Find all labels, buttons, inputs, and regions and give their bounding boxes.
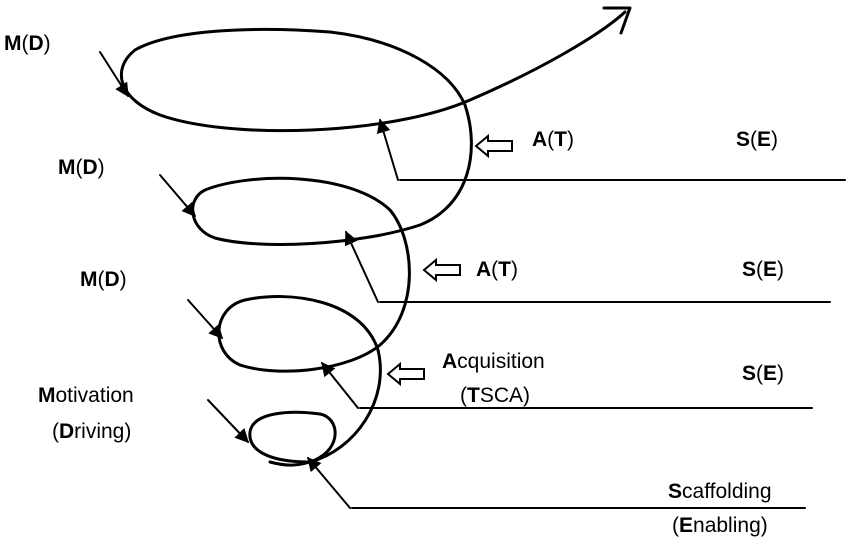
label-third-scaffolding: S(E): [742, 362, 784, 385]
acquisition-hollow-arrow-2: [422, 257, 461, 283]
label-second-scaffolding: S(E): [742, 258, 784, 281]
label-driving-word: (Driving): [52, 420, 131, 443]
label-scaffolding-word: Scaffolding: [668, 480, 772, 503]
label-acquisition-word: Acquisition: [442, 350, 545, 373]
label-top-motivation: M(D): [4, 32, 51, 55]
motivation-arrow-4: [207, 399, 249, 444]
label-top-acquisition: A(T): [532, 128, 574, 151]
spiral-exit-arrowhead: [602, 6, 632, 35]
pointer-2: [344, 230, 379, 303]
label-second-acquisition: A(T): [476, 258, 518, 281]
acquisition-hollow-arrow-1: [474, 133, 513, 159]
motivation-arrow-2: [159, 174, 196, 218]
label-top-scaffolding: S(E): [736, 128, 778, 151]
pointer-3: [321, 361, 359, 409]
acquisition-hollow-arrow-3: [386, 361, 425, 387]
label-enabling-word: (Enabling): [672, 514, 768, 537]
pointer-1: [376, 118, 399, 181]
label-second-motivation: M(D): [58, 156, 105, 179]
motivation-arrow-1: [99, 51, 129, 98]
label-tsca-word: (TSCA): [460, 384, 530, 407]
spiral-path: [119, 10, 627, 467]
label-motivation-word: Motivation: [38, 384, 134, 407]
motivation-arrow-3: [187, 299, 223, 340]
pointer-4: [307, 456, 351, 509]
label-third-motivation: M(D): [80, 268, 127, 291]
